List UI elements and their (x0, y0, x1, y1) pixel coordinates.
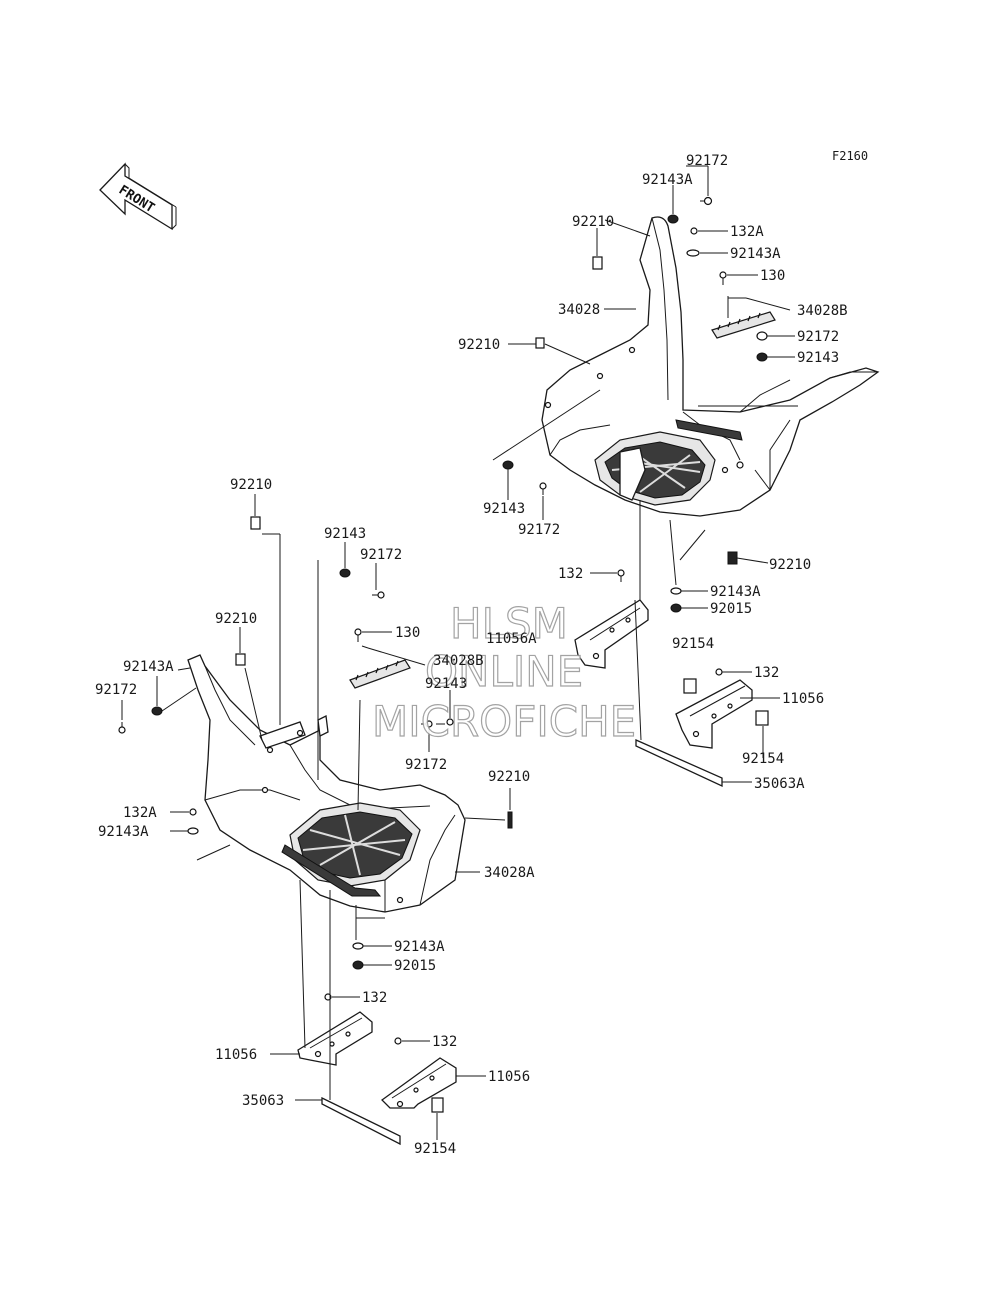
callout-92143: 92143 (483, 501, 525, 517)
callout-11056: 11056 (488, 1069, 530, 1085)
callout-92154: 92154 (414, 1141, 456, 1157)
left-bracket-11056 (297, 1011, 373, 1066)
callout-132a: 132A (730, 224, 764, 240)
right-bracket-11056 (675, 679, 753, 749)
callout-92143a: 92143A (123, 659, 174, 675)
callout-132: 132 (432, 1034, 457, 1050)
watermark-line-2: ONLINE (425, 647, 583, 696)
callout-92143a: 92143A (394, 939, 445, 955)
watermark-line-1: HLSM (450, 599, 568, 648)
callout-92143: 92143 (797, 350, 839, 366)
callout-11056: 11056 (215, 1047, 257, 1063)
callout-92172: 92172 (518, 522, 560, 538)
callout-92143a: 92143A (710, 584, 761, 600)
right-leaders (492, 165, 798, 783)
callout-92210: 92210 (230, 477, 272, 493)
right-bracket-11056a (574, 599, 649, 669)
left-mat-34028b (349, 659, 411, 689)
callout-92143a: 92143A (730, 246, 781, 262)
watermark-line-3: MICROFICHE (372, 697, 636, 746)
callout-92172: 92172 (686, 153, 728, 169)
callout-92143: 92143 (324, 526, 366, 542)
callout-34028b: 34028B (797, 303, 848, 319)
right-mat-34028b (711, 311, 776, 339)
right-hardware (502, 196, 769, 726)
callout-92143a: 92143A (642, 172, 693, 188)
callout-92015: 92015 (710, 601, 752, 617)
callout-34028a: 34028A (484, 865, 535, 881)
callout-34028b: 34028B (433, 653, 484, 669)
callout-92172: 92172 (95, 682, 137, 698)
right-footboard-assembly (541, 216, 880, 517)
callout-92154: 92154 (672, 636, 714, 652)
callout-132: 132 (558, 566, 583, 582)
figure-ref: F2160 (832, 149, 868, 163)
callout-92210: 92210 (215, 611, 257, 627)
left-hardware (118, 516, 513, 1113)
callout-92172: 92172 (797, 329, 839, 345)
callout-92172: 92172 (360, 547, 402, 563)
callout-92154: 92154 (742, 751, 784, 767)
callout-92015: 92015 (394, 958, 436, 974)
callout-132: 132 (362, 990, 387, 1006)
right-strap-35063a (635, 739, 723, 788)
callout-34028: 34028 (558, 302, 600, 318)
front-arrow-icon: FRONT (99, 162, 177, 231)
callout-35063: 35063 (242, 1093, 284, 1109)
callout-labels: 92172 92143A 92210 132A 92143A 130 34028… (95, 153, 848, 1157)
left-bracket-11056-b (381, 1057, 457, 1109)
callout-11056a: 11056A (486, 631, 537, 647)
callout-92143a: 92143A (98, 824, 149, 840)
callout-92172: 92172 (405, 757, 447, 773)
callout-92210: 92210 (458, 337, 500, 353)
callout-11056: 11056 (782, 691, 824, 707)
callout-92143: 92143 (425, 676, 467, 692)
callout-132: 132 (754, 665, 779, 681)
callout-92210: 92210 (572, 214, 614, 230)
callout-35063a: 35063A (754, 776, 805, 792)
left-footboard-assembly (187, 654, 466, 913)
callout-92210: 92210 (488, 769, 530, 785)
callout-130: 130 (760, 268, 785, 284)
watermark: HLSM ONLINE MICROFICHE (371, 598, 636, 746)
left-leaders (121, 494, 511, 1140)
callout-132a: 132A (123, 805, 157, 821)
left-strap-35063 (321, 1096, 401, 1146)
callout-92210: 92210 (769, 557, 811, 573)
callout-130: 130 (395, 625, 420, 641)
